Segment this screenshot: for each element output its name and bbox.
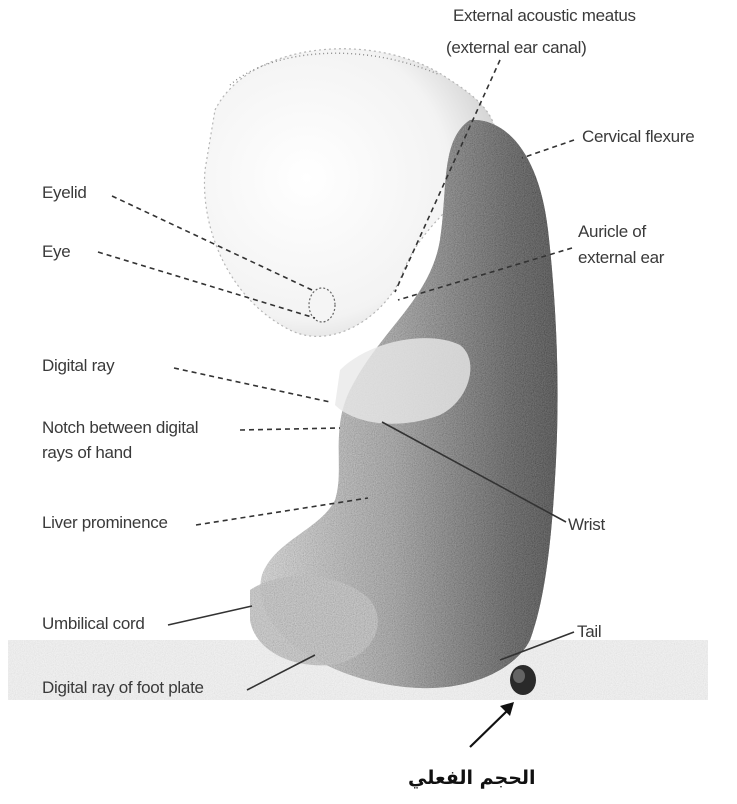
leader-umbilical <box>168 606 252 625</box>
caption-actual-size: الحجم الفعلي <box>408 768 536 788</box>
label-meatus-line1: External acoustic meatus <box>453 6 636 26</box>
label-digital-ray-foot: Digital ray of foot plate <box>42 678 204 698</box>
actual-size-embryo <box>510 665 536 695</box>
label-eyelid: Eyelid <box>42 183 87 203</box>
label-cervical-flexure: Cervical flexure <box>582 127 694 147</box>
leader-digital-ray <box>174 368 330 402</box>
label-eye: Eye <box>42 242 70 262</box>
leader-cervical <box>522 140 574 158</box>
leader-notch <box>240 428 340 430</box>
embryo-eye <box>309 288 335 322</box>
label-auricle-line1: Auricle of <box>578 222 646 242</box>
label-auricle-line2: external ear <box>578 248 664 268</box>
arrow-to-actual-size <box>470 702 514 747</box>
label-umbilical-cord: Umbilical cord <box>42 614 145 634</box>
label-digital-ray: Digital ray <box>42 356 114 376</box>
label-meatus-line2: (external ear canal) <box>446 38 586 58</box>
label-tail: Tail <box>577 622 601 642</box>
label-notch-line1: Notch between digital <box>42 418 198 438</box>
label-liver-prominence: Liver prominence <box>42 513 168 533</box>
label-notch-line2: rays of hand <box>42 443 132 463</box>
label-wrist: Wrist <box>568 515 605 535</box>
